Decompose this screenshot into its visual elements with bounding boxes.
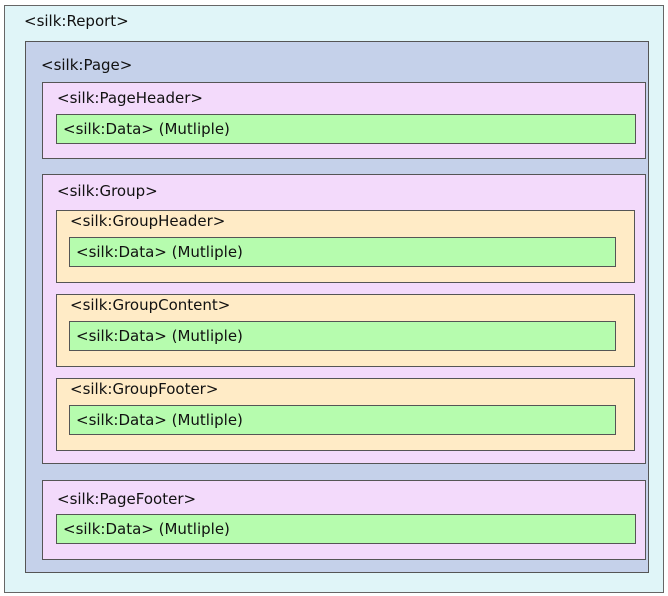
page-footer-box: <silk:PageFooter> <silk:Data> (Mutliple) [42,480,646,560]
group-header-label: <silk:GroupHeader> [70,212,226,230]
group-box: <silk:Group> <silk:GroupHeader> <silk:Da… [42,174,646,464]
group-content-data-label: <silk:Data> (Mutliple) [76,327,243,345]
page-box: <silk:Page> <silk:PageHeader> <silk:Data… [25,41,649,573]
page-footer-data-box: <silk:Data> (Mutliple) [56,514,636,544]
page-footer-label: <silk:PageFooter> [57,490,197,508]
page-header-data-box: <silk:Data> (Mutliple) [56,114,636,144]
group-footer-box: <silk:GroupFooter> <silk:Data> (Mutliple… [56,378,635,451]
group-footer-data-box: <silk:Data> (Mutliple) [69,405,616,435]
report-box: <silk:Report> <silk:Page> <silk:PageHead… [4,5,664,593]
group-content-label: <silk:GroupContent> [70,296,231,314]
group-footer-label: <silk:GroupFooter> [70,380,219,398]
group-content-data-box: <silk:Data> (Mutliple) [69,321,616,351]
group-content-box: <silk:GroupContent> <silk:Data> (Mutlipl… [56,294,635,367]
page-footer-data-label: <silk:Data> (Mutliple) [63,520,230,538]
group-header-data-box: <silk:Data> (Mutliple) [69,237,616,267]
group-header-data-label: <silk:Data> (Mutliple) [76,243,243,261]
group-footer-data-label: <silk:Data> (Mutliple) [76,411,243,429]
page-header-box: <silk:PageHeader> <silk:Data> (Mutliple) [42,82,646,159]
page-label: <silk:Page> [41,56,133,74]
group-label: <silk:Group> [57,182,158,200]
group-header-box: <silk:GroupHeader> <silk:Data> (Mutliple… [56,210,635,283]
page-header-data-label: <silk:Data> (Mutliple) [63,120,230,138]
page-header-label: <silk:PageHeader> [57,89,203,107]
report-label: <silk:Report> [24,12,129,30]
